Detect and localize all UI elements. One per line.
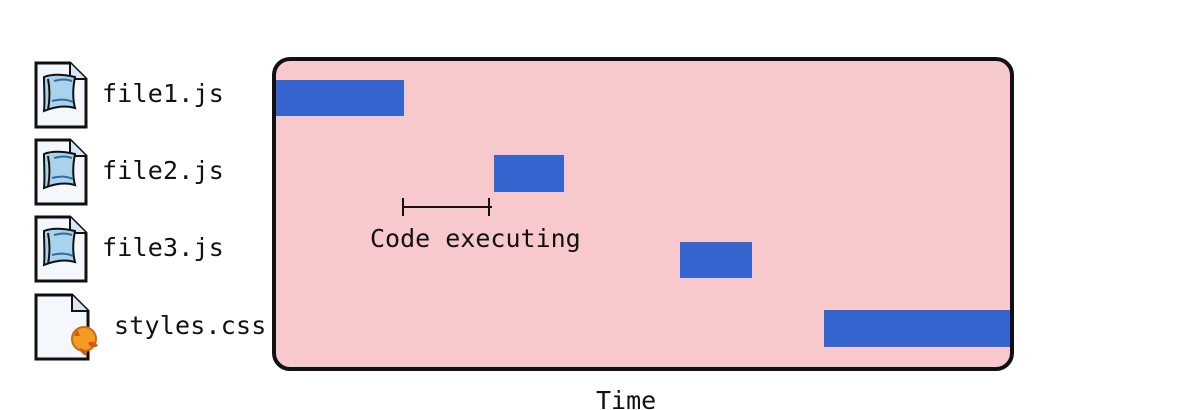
script-file-icon <box>34 61 88 129</box>
code-executing-interval-marker <box>402 198 492 216</box>
code-executing-label: Code executing <box>370 224 581 253</box>
execution-bar-styles-css <box>824 310 1010 347</box>
file-name-label: file1.js <box>102 79 225 108</box>
execution-timeline-panel <box>272 57 1014 371</box>
stylesheet-file-icon <box>34 293 98 361</box>
file-row-file2: file2.js <box>34 138 274 206</box>
execution-bar-file2 <box>494 155 564 192</box>
file-row-styles-css: styles.css <box>34 293 274 361</box>
execution-bar-file3 <box>680 242 752 278</box>
time-axis-label: Time <box>596 386 657 410</box>
file-row-file3: file3.js <box>34 215 274 283</box>
script-file-icon <box>34 138 88 206</box>
execution-bar-file1 <box>276 80 404 116</box>
file-row-file1: file1.js <box>34 61 274 129</box>
file-name-label: styles.css <box>114 311 267 340</box>
script-file-icon <box>34 215 88 283</box>
file-name-label: file3.js <box>102 233 225 262</box>
file-name-label: file2.js <box>102 156 225 185</box>
